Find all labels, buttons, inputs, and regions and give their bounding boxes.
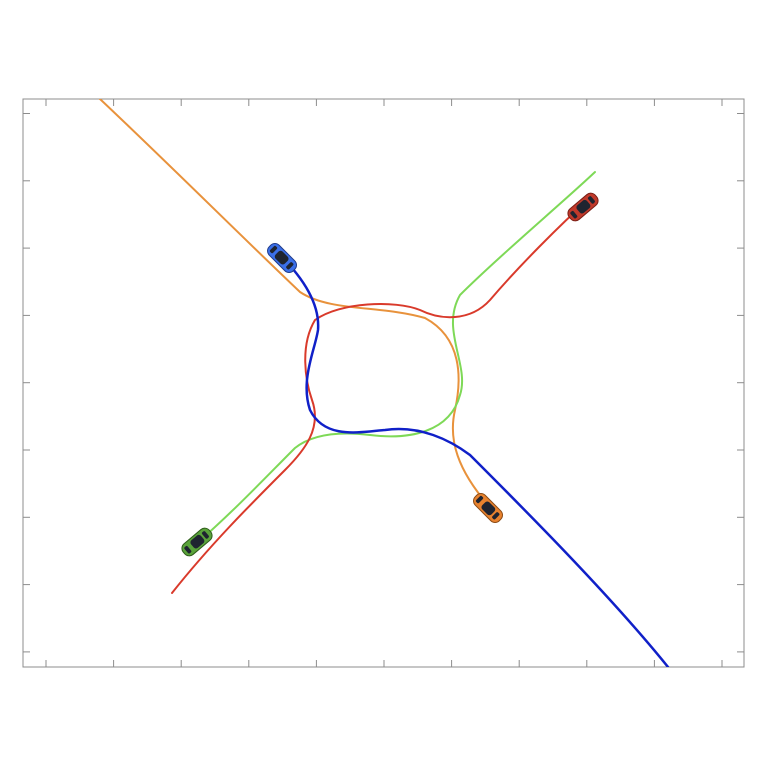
blue-trajectory	[278, 253, 670, 667]
car-icon	[473, 493, 503, 523]
car-icon	[267, 243, 297, 273]
red-trajectory	[171, 197, 591, 594]
green-trajectory	[194, 171, 596, 546]
car-icon	[567, 192, 599, 222]
orange-trajectory	[99, 99, 489, 506]
orange-trajectory-outside	[98, 99, 101, 100]
car-icon	[181, 527, 213, 557]
green-car	[181, 527, 213, 557]
blue-car	[267, 243, 297, 273]
orange-car	[473, 493, 503, 523]
red-car	[567, 192, 599, 222]
plot-frame	[22, 98, 745, 668]
axis-ticks	[23, 99, 744, 667]
